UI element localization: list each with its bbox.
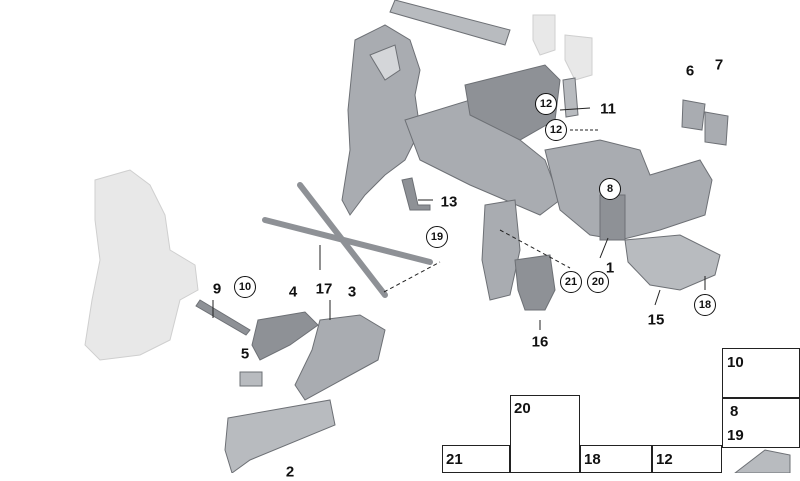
callout-11: 11 [600, 100, 616, 118]
cross-brace [262, 182, 433, 298]
fastener-box-10 [722, 348, 800, 398]
callout-12-upper: 12 [535, 93, 557, 115]
ghost-parts [84, 14, 593, 361]
box-label-10: 10 [727, 354, 744, 371]
callout-19: 19 [426, 226, 448, 248]
callout-8: 8 [599, 178, 621, 200]
fastener-box-18 [580, 445, 652, 473]
callout-13: 13 [440, 193, 458, 211]
callout-16: 16 [531, 333, 549, 351]
callout-10: 10 [234, 276, 256, 298]
box-label-21: 21 [446, 451, 463, 468]
callout-4: 4 [288, 283, 298, 301]
callout-7: 7 [714, 56, 724, 74]
callout-18: 18 [694, 294, 716, 316]
callout-9: 9 [212, 280, 222, 298]
box-label-18: 18 [584, 451, 601, 468]
callout-2: 2 [285, 463, 295, 481]
callout-5: 5 [240, 345, 250, 363]
box-label-19: 19 [727, 427, 744, 444]
leader-lines [212, 107, 706, 330]
callout-3: 3 [347, 283, 357, 301]
box-label-8: 8 [730, 403, 739, 420]
lower-left-parts [195, 299, 386, 474]
callout-1: 1 [605, 259, 615, 277]
callout-17: 17 [315, 280, 333, 298]
main-frame [341, 0, 721, 311]
small-parts-top-right [401, 77, 729, 211]
box-label-20: 20 [514, 400, 531, 417]
callout-6: 6 [685, 62, 695, 80]
callout-12-lower: 12 [545, 119, 567, 141]
callout-21: 21 [560, 271, 582, 293]
callout-15: 15 [647, 311, 665, 329]
callout-20: 20 [587, 271, 609, 293]
box-label-12: 12 [656, 451, 673, 468]
